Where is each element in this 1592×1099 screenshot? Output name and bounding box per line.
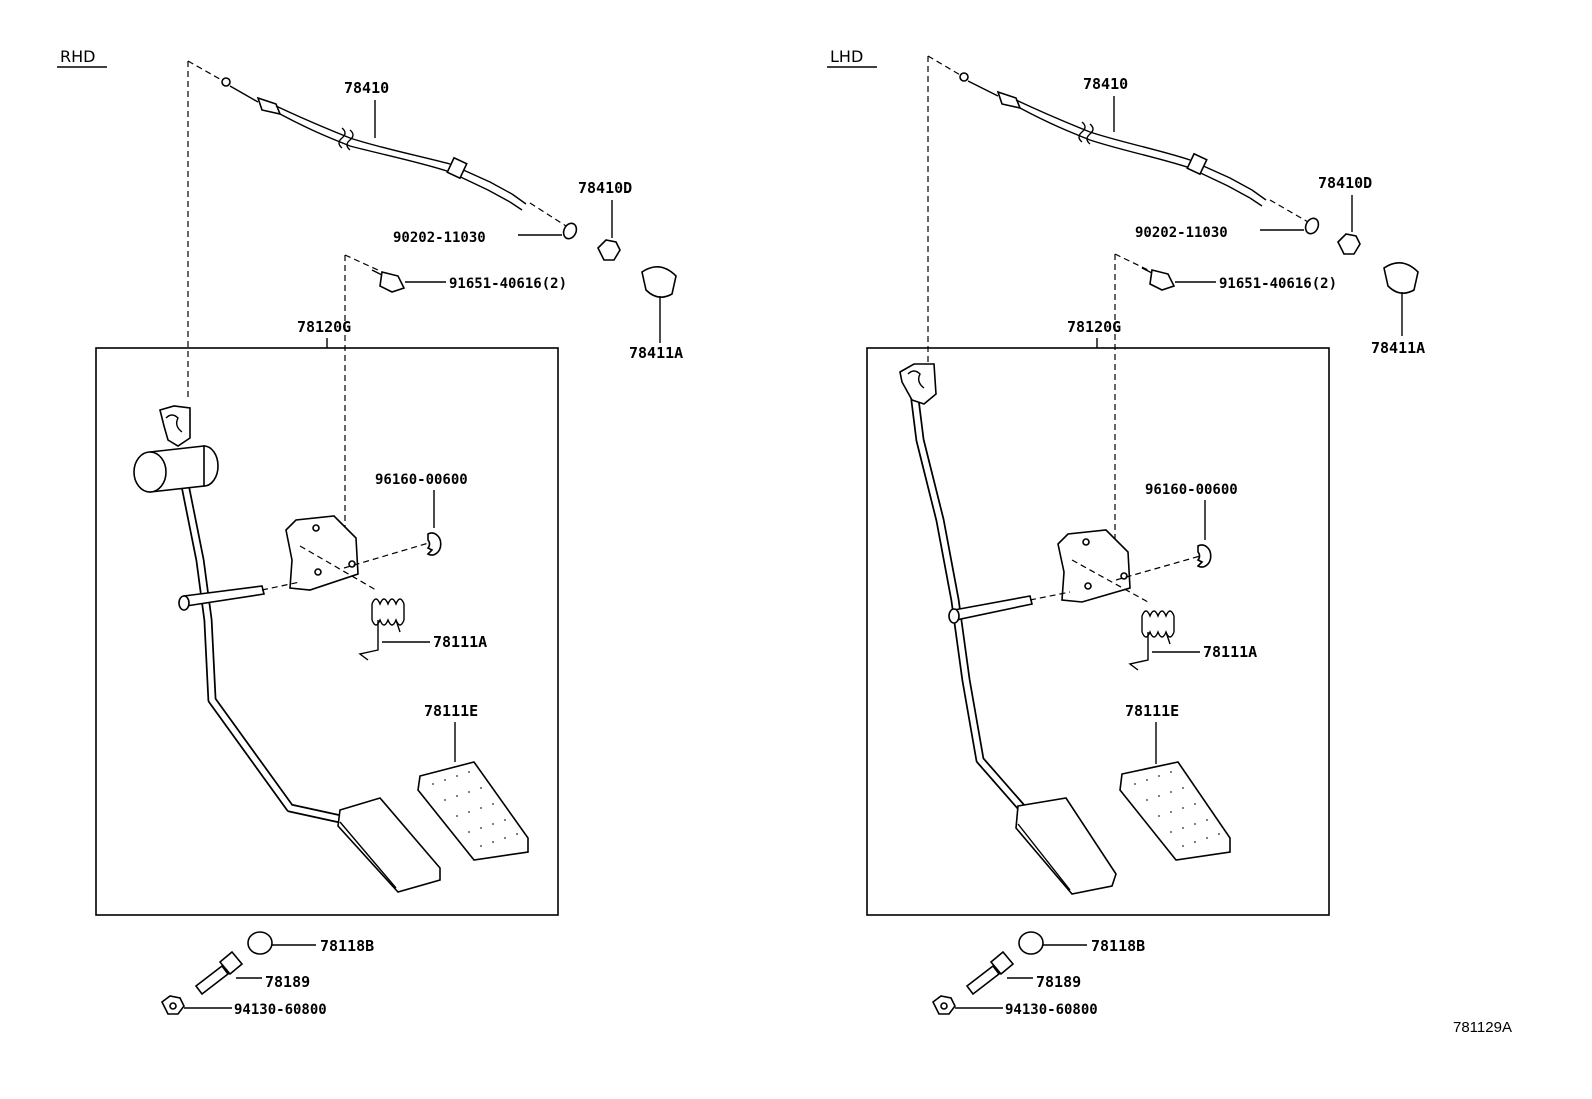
rhd-bolt-leader-top <box>344 254 379 271</box>
rhd-shaft-axis <box>261 581 301 591</box>
lhd-pad-label: 78111E <box>1125 702 1179 720</box>
rhd-bracket <box>285 515 359 591</box>
rhd-pedal-assy-box <box>95 347 559 916</box>
lhd-stopper-cap-icon <box>1018 931 1044 955</box>
lhd-clip-icon <box>1196 544 1212 568</box>
lhd-pedal-arm <box>899 363 1117 895</box>
rhd-accelerator-cable <box>221 77 527 211</box>
rhd-spring-icon <box>358 598 405 661</box>
lhd-clip-label: 96160-00600 <box>1145 482 1238 498</box>
rhd-panel: RHD 78410 90202-11030 78410D <box>57 47 683 1018</box>
rhd-pedal-pad <box>417 761 529 861</box>
rhd-clip-axis <box>343 541 433 569</box>
rhd-clip-icon <box>426 532 442 556</box>
rhd-pedal-assy-label: 78120G <box>297 318 351 336</box>
lhd-nut-icon <box>931 995 956 1015</box>
lhd-cable-leader-top <box>927 55 963 77</box>
lhd-bolt-icon <box>1141 267 1176 291</box>
lhd-stopper-bolt-icon <box>965 950 1015 996</box>
rhd-clip-label: 96160-00600 <box>375 472 468 488</box>
lhd-cable-label: 78410 <box>1083 75 1128 93</box>
rhd-cable-leader-top <box>187 60 226 83</box>
lhd-spring-axis <box>1071 559 1149 603</box>
rhd-header: RHD <box>60 47 95 66</box>
lhd-accelerator-cable <box>959 72 1267 207</box>
lhd-grommet-icon <box>1337 233 1361 255</box>
lhd-washer-leader <box>1269 199 1309 223</box>
lhd-bracket-clip-icon <box>1383 262 1419 294</box>
lhd-shaft-axis <box>1029 591 1071 601</box>
rhd-stopper-cap-icon <box>247 931 273 955</box>
figure-code: 781129A <box>1453 1019 1512 1036</box>
rhd-cable-label: 78410 <box>344 79 389 97</box>
lhd-bracket <box>1057 529 1131 603</box>
lhd-stopper-cap-label: 78118B <box>1091 937 1145 955</box>
lhd-washer-icon <box>1304 217 1320 235</box>
lhd-bolt-label: 91651-40616(2) <box>1219 276 1337 292</box>
rhd-spring-axis <box>299 545 377 591</box>
lhd-spring-icon <box>1128 610 1175 671</box>
lhd-spring-label: 78111A <box>1203 643 1257 661</box>
rhd-stopper-cap-label: 78118B <box>320 937 374 955</box>
lhd-pedal-pad <box>1119 761 1231 861</box>
rhd-stopper-bolt-icon <box>194 950 244 996</box>
rhd-nut-icon <box>160 995 185 1015</box>
rhd-grommet-label: 78410D <box>578 179 632 197</box>
rhd-washer-icon <box>562 222 578 240</box>
rhd-stopper-bolt-label: 78189 <box>265 973 310 991</box>
lhd-panel: LHD 78410 90202-11030 78410D <box>827 47 1425 1018</box>
lhd-header: LHD <box>830 47 863 66</box>
lhd-nut-label: 94130-60800 <box>1005 1002 1098 1018</box>
lhd-grommet-label: 78410D <box>1318 174 1372 192</box>
lhd-washer-label: 90202-11030 <box>1135 225 1228 241</box>
rhd-grommet-icon <box>597 239 621 261</box>
rhd-pad-label: 78111E <box>424 702 478 720</box>
lhd-bracket-clip-label: 78411A <box>1371 339 1425 357</box>
rhd-washer-label: 90202-11030 <box>393 230 486 246</box>
lhd-clip-axis <box>1115 555 1201 581</box>
rhd-bolt-label: 91651-40616(2) <box>449 276 567 292</box>
rhd-bracket-clip-label: 78411A <box>629 344 683 362</box>
rhd-bracket-clip-icon <box>641 266 677 298</box>
rhd-spring-label: 78111A <box>433 633 487 651</box>
lhd-stopper-bolt-label: 78189 <box>1036 973 1081 991</box>
lhd-pedal-assy-label: 78120G <box>1067 318 1121 336</box>
lhd-pedal-assy-box <box>866 347 1330 916</box>
rhd-washer-leader <box>529 202 567 227</box>
lhd-bolt-leader-top <box>1114 253 1149 271</box>
rhd-bolt-icon <box>371 269 406 293</box>
rhd-nut-label: 94130-60800 <box>234 1002 327 1018</box>
rhd-pedal-arm <box>133 405 441 893</box>
